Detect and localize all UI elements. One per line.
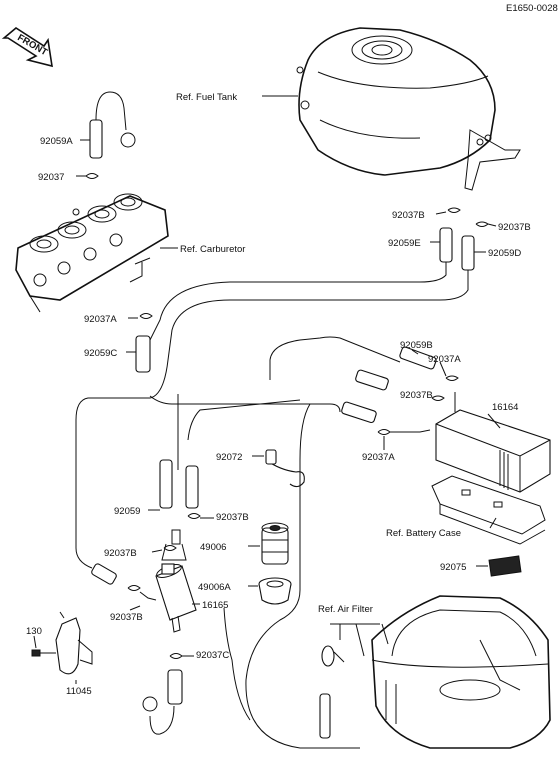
label-11045: 11045 [66, 686, 92, 697]
part-92072 [265, 459, 305, 488]
label-130: 130 [26, 626, 42, 637]
label-16165: 16165 [202, 600, 228, 611]
ref-a-circle-bottom [142, 696, 158, 712]
label-92037a-left: 92037A [84, 314, 117, 325]
label-92059: 92059 [114, 506, 140, 517]
canister-16164-drawing [435, 409, 551, 493]
label-92037b-r2: 92037B [498, 222, 531, 233]
label-92037a-r2: 92037A [362, 452, 395, 463]
bracket-11045-drawing [55, 611, 93, 675]
label-92072: 92072 [216, 452, 242, 463]
label-ref-battery-case: Ref. Battery Case [386, 528, 461, 539]
label-92059a: 92059A [40, 136, 73, 147]
label-92037b-left2: 92037B [110, 612, 143, 623]
bolt-130-drawing [31, 649, 56, 657]
label-92059c: 92059C [84, 348, 117, 359]
hose-lower-center [167, 669, 183, 705]
carburetor-drawing [15, 193, 169, 313]
hose-92059e [439, 227, 453, 263]
hose-92059-left [159, 459, 173, 509]
hose-92059-right [185, 465, 199, 509]
fuel-tank-drawing [296, 27, 521, 191]
diagram-code: E1650-0028 [506, 3, 558, 14]
label-16164: 16164 [492, 402, 518, 413]
label-92037b-r1: 92037B [392, 210, 425, 221]
hose-air-filter [319, 693, 331, 739]
label-92037b-left1: 92037B [104, 548, 137, 559]
label-ref-air-filter: Ref. Air Filter [318, 604, 373, 615]
part-49006 [261, 522, 289, 565]
label-92037a-r1: 92037A [428, 354, 461, 365]
pad-92075 [488, 555, 522, 577]
hose-middle-1 [355, 369, 389, 391]
label-92037b-center: 92037B [216, 512, 249, 523]
label-92037b-r3: 92037B [400, 390, 433, 401]
hose-92059b [399, 346, 437, 370]
hose-92059a [89, 119, 103, 159]
front-arrow-icon: FRONT [1, 27, 53, 68]
label-92059d: 92059D [488, 248, 521, 259]
label-ref-fuel-tank: Ref. Fuel Tank [176, 92, 237, 103]
battery-case-drawing [431, 475, 546, 545]
label-92059b: 92059B [400, 340, 433, 351]
fuel-pump-16165-drawing [155, 529, 197, 633]
air-filter-drawing [371, 595, 551, 749]
hose-92059c [135, 335, 151, 373]
label-92059e: 92059E [388, 238, 421, 249]
label-49006: 49006 [200, 542, 226, 553]
air-filter-fitting [321, 645, 345, 667]
label-92075: 92075 [440, 562, 466, 573]
label-92037c: 92037C [196, 650, 229, 661]
hose-small-left [91, 563, 117, 585]
label-92037: 92037 [38, 172, 64, 183]
ref-a-circle-top [120, 132, 136, 148]
label-ref-carburetor: Ref. Carburetor [180, 244, 245, 255]
part-49006a [258, 577, 292, 605]
hose-92059d [461, 235, 475, 271]
hose-middle-2 [341, 401, 377, 424]
label-49006a: 49006A [198, 582, 231, 593]
